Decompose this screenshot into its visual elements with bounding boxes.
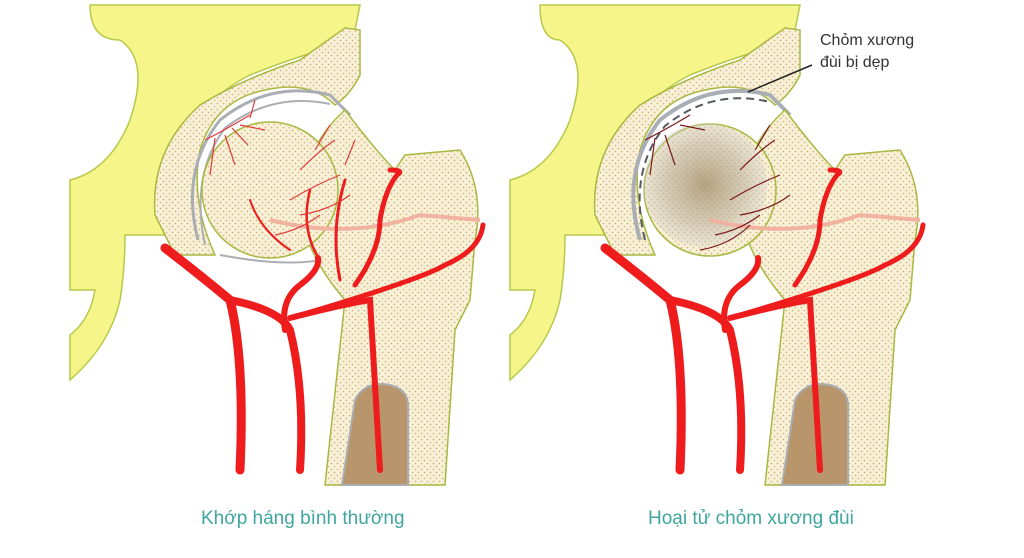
necrotic-zone [643, 123, 767, 247]
normal-hip-diagram [69, 4, 486, 486]
pelvis-bone [69, 4, 361, 382]
caption-normal-hip: Khớp háng bình thường [201, 508, 405, 529]
damaged-capillaries [644, 114, 791, 251]
callout-line-1: Chỏm xương [820, 32, 915, 49]
caption-femoral-head-necrosis: Hoại tử chỏm xương đùi [648, 508, 854, 529]
arteries [160, 167, 486, 475]
callout-leader-line [747, 64, 813, 93]
capillaries [204, 99, 356, 236]
cartilage-line [631, 88, 792, 241]
necrosis-hip-illustration [500, 0, 1012, 500]
femoral-head [201, 121, 339, 259]
pelvis-bone [509, 4, 801, 382]
arteries [600, 167, 926, 475]
callout-line-2: đùi bị dẹp [820, 54, 890, 71]
cartilage-line [190, 89, 352, 241]
normal-hip-illustration [0, 0, 512, 500]
flattened-head-callout: Chỏm xương đùi bị dẹp [820, 30, 914, 74]
necrosis-hip-diagram [509, 4, 926, 486]
